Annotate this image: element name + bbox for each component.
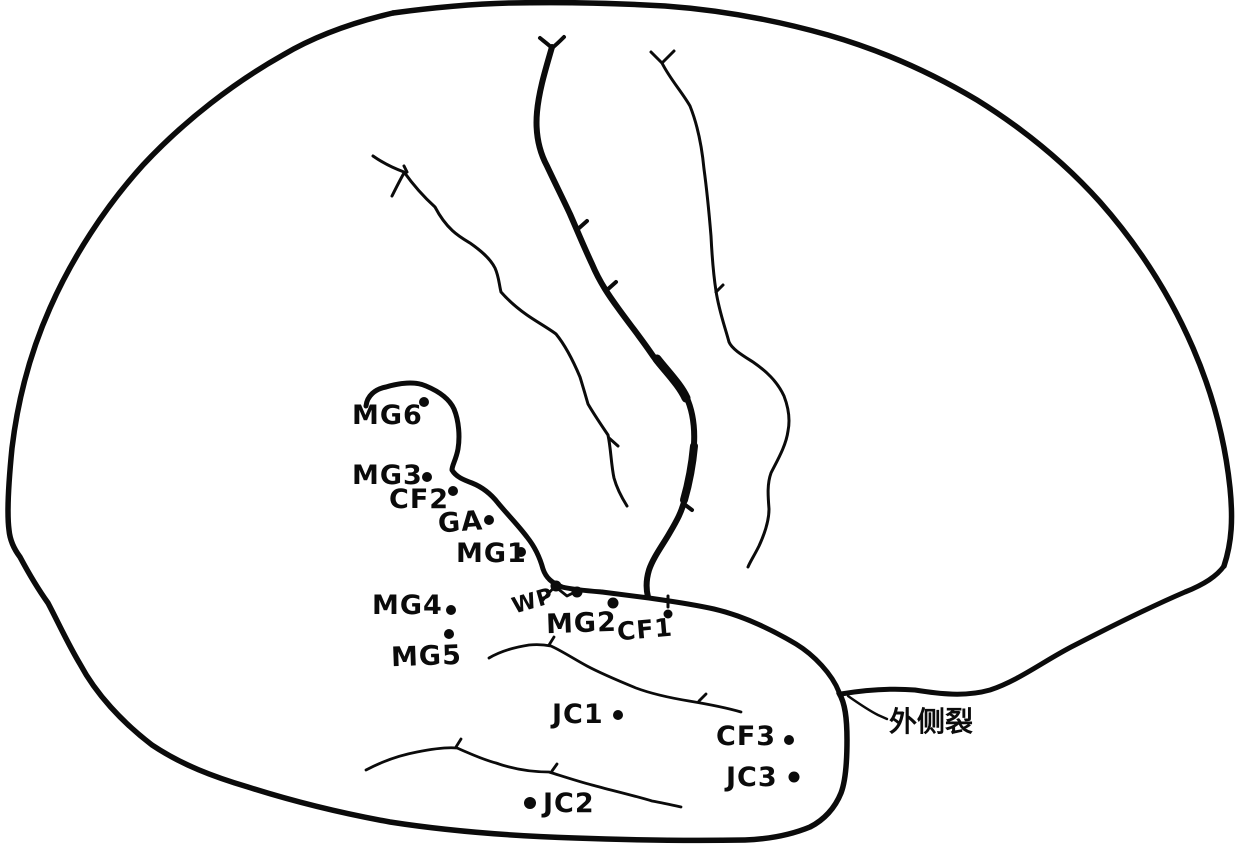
electrode-label-cf3: CF3 [716,721,777,752]
brain-outline-occipital-base [838,563,1227,697]
electrode-label-jc2: JC2 [543,788,595,819]
electrode-dot-cf2 [448,486,458,496]
electrode-label-jc3: JC3 [726,762,778,793]
electrode-dot-mg6 [419,397,429,407]
lateral-fissure-leader-line [846,694,889,721]
central-sulcus-thickening-2 [680,442,698,504]
postcentral-sulcus-fork [649,49,676,65]
postcentral-sulcus-barb [714,283,725,294]
electrode-dot-jc3 [788,771,800,783]
electrode-label-mg6: MG6 [352,400,423,431]
electrode-dot-wp [571,586,583,598]
central-sulcus [533,44,698,600]
central-sulcus-barb-1 [576,219,589,231]
electrode-dot-cf1 [663,609,673,619]
lateral-fissure-label: 外侧裂 [889,705,974,738]
precentral-sulcus-fork [390,164,409,198]
electrode-label-mg4: MG4 [372,590,443,621]
electrode-dot-jc1 [613,710,623,720]
central-sulcus-barb-3 [682,502,694,512]
electrode-dot-jc2 [524,797,536,809]
central-sulcus-barb-2 [605,280,618,292]
electrode-label-mg5: MG5 [390,639,463,674]
electrode-dot-mg3 [422,472,432,482]
precentral-sulcus-barb [607,436,620,448]
brain-outline-left-bottom [5,10,850,844]
precentral-sulcus [371,154,629,508]
middle-temporal-sulcus-barb-1 [454,737,463,749]
superior-temporal-sulcus-barb-1 [547,635,556,647]
lateral-fissure [363,380,842,695]
electrode-label-cf1: CF1 [615,612,674,647]
electrode-dot-cf3 [784,735,794,745]
electrode-dot-mg4 [446,605,456,615]
superior-temporal-sulcus [487,643,743,714]
electrode-dot-wp [550,580,562,592]
electrode-label-mg3: MG3 [352,460,423,491]
electrode-label-mg2: MG2 [545,606,618,641]
postcentral-sulcus [660,61,791,569]
electrode-label-jc1: JC1 [552,699,604,730]
superior-temporal-sulcus-barb-2 [697,692,708,703]
middle-temporal-sulcus-barb-2 [550,762,559,773]
electrode-label-mg1: MG1 [456,538,527,569]
electrode-dot-mg1 [516,547,526,557]
electrode-dot-mg5 [444,629,454,639]
electrode-dot-ga [484,515,494,525]
central-sulcus-thickening-1 [652,354,691,403]
brain-outline-top-right [390,0,1235,569]
central-sulcus-fork [538,35,566,50]
electrode-dot-mg2 [607,597,619,609]
electrode-label-ga: GA [436,505,485,540]
electrode-label-cf2: CF2 [389,484,450,515]
middle-temporal-sulcus [364,746,683,809]
